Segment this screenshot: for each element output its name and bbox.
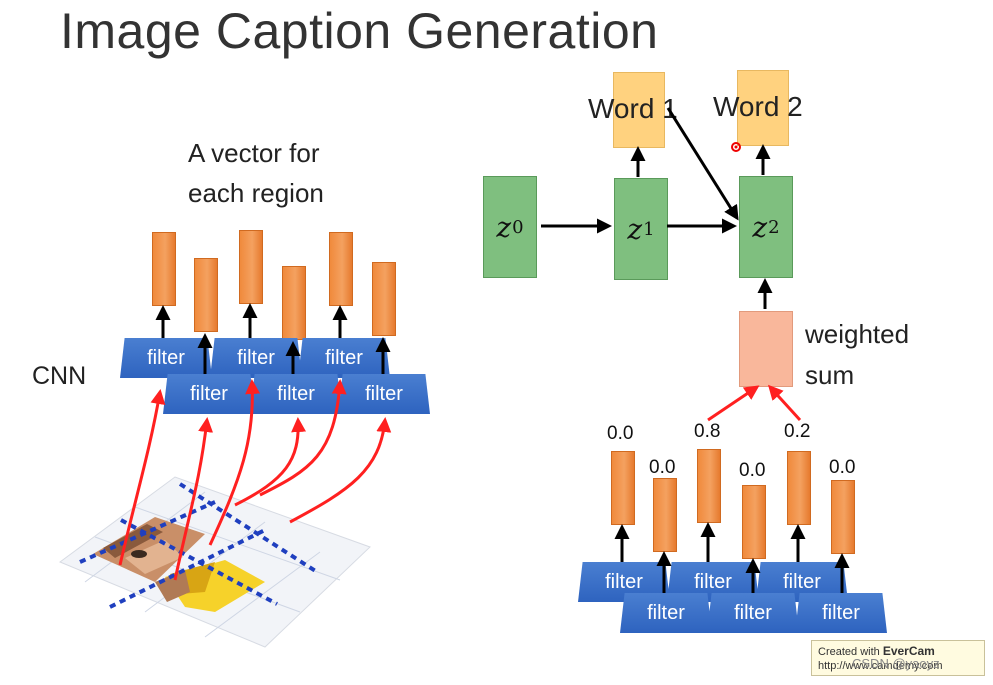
weight-label: 0.2 (784, 421, 811, 442)
csdn-overlay: CSDN @yaoyz (852, 656, 940, 671)
word1-label: Word 1 (588, 93, 678, 124)
weighted-sum-line2: sum (805, 360, 855, 390)
region-vector (372, 262, 396, 336)
weighted-sum-box (739, 311, 793, 387)
z1-base: z (627, 212, 643, 246)
filter-block: filter (298, 338, 390, 378)
weight-label: 0.0 (829, 457, 856, 478)
weight-label: 0.8 (694, 421, 721, 442)
filter-block: filter (163, 374, 255, 414)
z0-sup: 0 (512, 216, 524, 238)
filter-block: filter (620, 593, 712, 633)
weight-label: 0.0 (607, 423, 634, 444)
filter-block: filter (795, 593, 887, 633)
filter-block: filter (120, 338, 212, 378)
vector-caption-line2: each region (188, 178, 324, 208)
weighted-sum-line1: weighted (805, 319, 910, 349)
region-vector (653, 478, 677, 552)
weight-label: 0.0 (649, 457, 676, 478)
watermark-url: http://www.camdemy.com (818, 660, 943, 672)
region-vector (282, 266, 306, 340)
filter-block: filter (707, 593, 799, 633)
region-vector (697, 449, 721, 523)
watermark-prefix: Created with (818, 646, 883, 658)
z2-base: z (752, 210, 768, 244)
filter-block: filter (756, 562, 848, 602)
slide-title: Image Caption Generation (60, 3, 659, 59)
evercam-watermark: Created with EverCam http://www.camdemy.… (811, 640, 985, 676)
region-vector (787, 451, 811, 525)
vector-caption-line1: A vector for (188, 138, 320, 168)
watermark-brand: EverCam (882, 644, 935, 658)
weight-label: 0.0 (739, 460, 766, 481)
region-vector (742, 485, 766, 559)
word2-label: Word 2 (713, 91, 803, 122)
cnn-label: CNN (32, 362, 87, 390)
z0-base: z (496, 210, 512, 244)
z1-sup: 1 (643, 218, 655, 240)
weighted-sum-caption: weighted sum (805, 314, 909, 396)
word2-box (737, 70, 789, 146)
filter-block: filter (578, 562, 670, 602)
region-vector (831, 480, 855, 554)
region-vector (194, 258, 218, 332)
region-vector (329, 232, 353, 306)
filter-block: filter (250, 374, 342, 414)
z2-sup: 2 (768, 216, 780, 238)
filter-block: filter (338, 374, 430, 414)
vector-caption: A vector for each region (188, 133, 324, 213)
